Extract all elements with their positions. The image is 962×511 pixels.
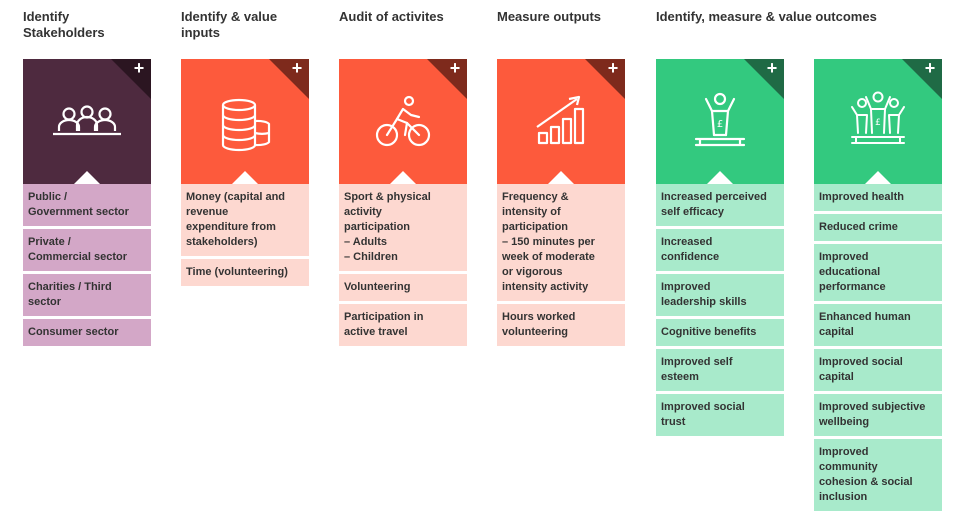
column-activities: + Sport & physical activity participatio… xyxy=(339,59,467,346)
group-podium-icon: £ xyxy=(851,91,905,144)
column-stakeholders: + Public / Government sector Private / C… xyxy=(23,59,151,346)
list-item: Consumer sector xyxy=(23,319,151,346)
expand-plus-icon[interactable]: + xyxy=(291,59,303,78)
list-item: Time (volunteering) xyxy=(181,259,309,286)
list-item: Cognitive benefits xyxy=(656,319,784,346)
list-item: Private / Commercial sector xyxy=(23,229,151,271)
list-item: Reduced crime xyxy=(814,214,942,241)
tile-corner xyxy=(585,59,625,99)
inputs-list: Money (capital and revenue expenditure f… xyxy=(181,184,309,286)
expand-plus-icon[interactable]: + xyxy=(924,59,936,78)
stakeholders-list: Public / Government sector Private / Com… xyxy=(23,184,151,346)
heading-outcomes: Identify, measure & value outcomes xyxy=(656,9,877,24)
tile-notch xyxy=(707,171,733,184)
list-item: Public / Government sector xyxy=(23,184,151,226)
coin-stack-icon xyxy=(221,98,271,152)
list-item: Sport & physical activity participation … xyxy=(339,184,467,271)
growth-chart-icon xyxy=(536,95,585,145)
list-item: Improved health xyxy=(814,184,942,211)
list-item: Money (capital and revenue expenditure f… xyxy=(181,184,309,256)
outcomes-individual-list: Increased perceived self efficacy Increa… xyxy=(656,184,784,436)
list-item: Improved leadership skills xyxy=(656,274,784,316)
list-item: Participation in active travel xyxy=(339,304,467,346)
list-item: Improved subjective wellbeing xyxy=(814,394,942,436)
activities-list: Sport & physical activity participation … xyxy=(339,184,467,346)
heading-identify-value-inputs: Identify & value inputs xyxy=(181,9,278,40)
outcomes-society-list: Improved health Reduced crime Improved e… xyxy=(814,184,942,511)
expand-plus-icon[interactable]: + xyxy=(449,59,461,78)
column-outcomes-individual: + £ Increased perceived self efficacy In… xyxy=(656,59,784,436)
tile-corner xyxy=(902,59,942,99)
winner-podium-icon: £ xyxy=(694,92,746,147)
tile-corner xyxy=(744,59,784,99)
stakeholders-tile[interactable]: + xyxy=(23,59,151,184)
cyclist-icon xyxy=(375,95,431,147)
people-group-icon xyxy=(53,105,121,136)
list-item: Charities / Third sector xyxy=(23,274,151,316)
column-outputs: + Frequency & intensity of participation… xyxy=(497,59,625,346)
list-item: Increased confidence xyxy=(656,229,784,271)
list-item: Improved community cohesion & social inc… xyxy=(814,439,942,511)
tile-corner xyxy=(111,59,151,99)
outputs-list: Frequency & intensity of participation –… xyxy=(497,184,625,346)
expand-plus-icon[interactable]: + xyxy=(133,59,145,78)
expand-plus-icon[interactable]: + xyxy=(607,59,619,78)
list-item: Enhanced human capital xyxy=(814,304,942,346)
list-item: Improved self esteem xyxy=(656,349,784,391)
svg-text:£: £ xyxy=(875,118,881,128)
list-item: Volunteering xyxy=(339,274,467,301)
activities-tile[interactable]: + xyxy=(339,59,467,184)
list-item: Frequency & intensity of participation –… xyxy=(497,184,625,301)
tile-notch xyxy=(865,171,891,184)
tile-notch xyxy=(390,171,416,184)
list-item: Improved social trust xyxy=(656,394,784,436)
outcomes-individual-tile[interactable]: + £ xyxy=(656,59,784,184)
tile-corner xyxy=(427,59,467,99)
list-item: Improved social capital xyxy=(814,349,942,391)
heading-identify-stakeholders: Identify Stakeholders xyxy=(23,9,105,40)
tile-notch xyxy=(232,171,258,184)
outputs-tile[interactable]: + xyxy=(497,59,625,184)
list-item: Hours worked volunteering xyxy=(497,304,625,346)
tile-notch xyxy=(74,171,100,184)
list-item: Increased perceived self efficacy xyxy=(656,184,784,226)
inputs-tile[interactable]: + xyxy=(181,59,309,184)
tile-corner xyxy=(269,59,309,99)
list-item: Improved educational performance xyxy=(814,244,942,301)
tile-notch xyxy=(548,171,574,184)
column-outcomes-society: + £ Improved health Reduced crime Improv… xyxy=(814,59,942,511)
svg-text:£: £ xyxy=(717,119,723,130)
heading-measure-outputs: Measure outputs xyxy=(497,9,602,24)
column-inputs: + Money (capital and revenue expenditure… xyxy=(181,59,309,286)
heading-audit-activities: Audit of activites xyxy=(339,9,444,24)
outcomes-society-tile[interactable]: + £ xyxy=(814,59,942,184)
expand-plus-icon[interactable]: + xyxy=(766,59,778,78)
